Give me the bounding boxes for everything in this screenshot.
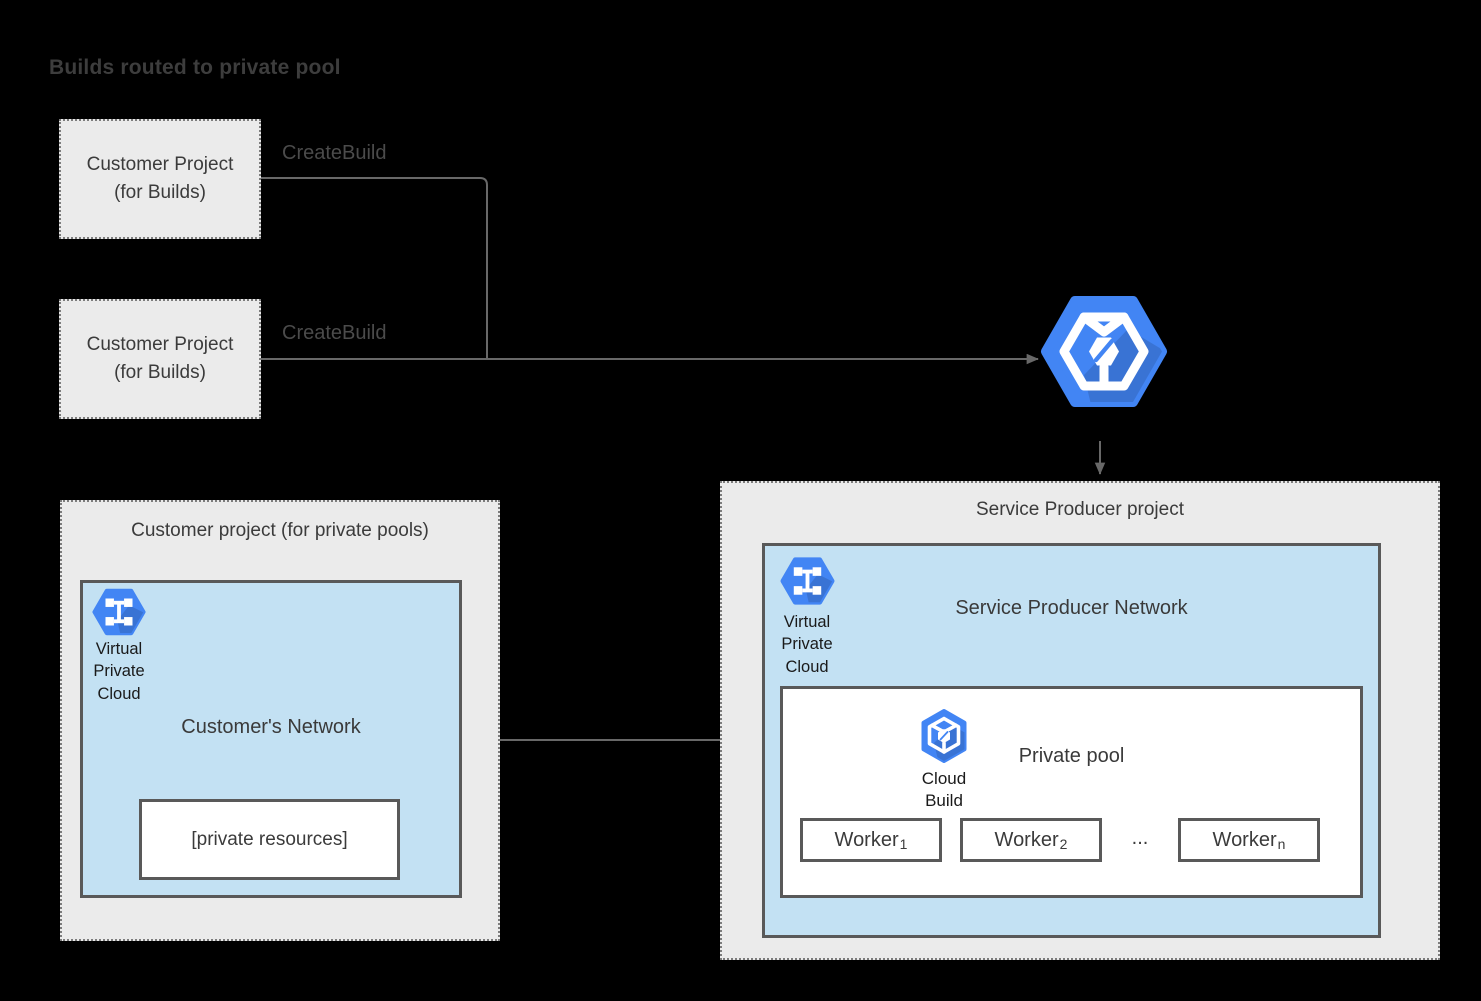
private-resources-label: [private resources]: [191, 828, 348, 850]
service-producer-project-title: Service Producer project: [975, 499, 1185, 520]
customer-build-project-label: Customer Project (for Builds): [86, 334, 234, 383]
customer-pool-project-title: Customer project (for private pools): [131, 520, 429, 541]
vpc-icon-label: Virtual Private Cloud: [93, 640, 145, 703]
cloud-build-icon: [921, 709, 967, 763]
worker-label: Worker: [994, 828, 1059, 851]
createbuild-label-2: CreateBuild: [282, 322, 387, 344]
customer-build-project-box-1: Customer Project (for Builds): [59, 119, 261, 239]
vpc-icon-label: Virtual Private Cloud: [781, 613, 833, 676]
worker-label: Worker: [834, 828, 899, 851]
vpc-icon: [780, 557, 835, 605]
customer-network-title: Customer's Network: [181, 716, 361, 738]
vpc-icon: [92, 588, 146, 636]
worker-label: Worker: [1212, 828, 1277, 851]
worker-subscript: 2: [1059, 836, 1068, 852]
private-pool-box: [780, 686, 1363, 898]
worker-subscript: n: [1277, 836, 1286, 852]
worker-subscript: 1: [899, 836, 908, 852]
private-pool-title: Private pool: [1018, 745, 1125, 767]
customer-build-project-box-2: Customer Project (for Builds): [59, 299, 261, 419]
cloud-build-icon: [1041, 296, 1167, 407]
createbuild-label-1: CreateBuild: [282, 142, 387, 164]
service-producer-network-title: Service Producer Network: [955, 597, 1188, 619]
customer-build-project-label: Customer Project (for Builds): [86, 154, 234, 203]
page-title: Builds routed to private pool: [49, 56, 341, 79]
cloud-build-icon-label: Cloud Build: [921, 769, 967, 811]
worker-ellipsis: ...: [1131, 827, 1149, 849]
private-resources-box: [private resources]: [139, 799, 400, 880]
